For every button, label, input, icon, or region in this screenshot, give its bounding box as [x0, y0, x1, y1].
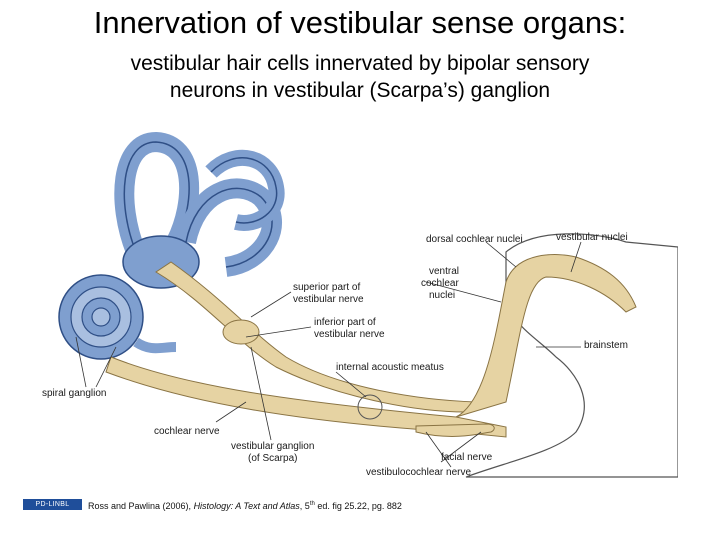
citation-book-title: Histology: A Text and Atlas: [193, 501, 300, 511]
slide-title: Innervation of vestibular sense organs:: [93, 5, 627, 40]
label-dorsal-cochlear-nuclei: dorsal cochlear nuclei: [426, 234, 523, 245]
citation-edition-suffix: th: [309, 501, 315, 507]
label-ventral-cochlear-nuclei-line2: cochlear: [421, 278, 459, 289]
citation-edition: , 5: [299, 501, 310, 511]
inner-ear-innervation-figure: dorsal cochlear nuclei vestibular nuclei…: [36, 132, 678, 482]
label-ventral-cochlear-nuclei-line1: ventral: [429, 266, 459, 277]
nerve-bundles: [105, 254, 637, 438]
internal-acoustic-meatus-ring: [357, 394, 383, 420]
label-internal-acoustic-meatus: internal acoustic meatus: [336, 362, 444, 373]
label-ventral-cochlear-nuclei-line3: nuclei: [429, 290, 455, 301]
label-cochlear-nerve: cochlear nerve: [154, 426, 220, 437]
inner-ear-diagram: dorsal cochlear nuclei vestibular nuclei…: [42, 132, 678, 478]
vestibular-ganglion-shape: [222, 319, 260, 345]
label-vestibular-ganglion-line2: (of Scarpa): [248, 453, 297, 464]
label-vestibular-ganglion-line1: vestibular ganglion: [231, 441, 314, 452]
slide-subtitle-line2: neurons in vestibular (Scarpa’s) ganglio…: [169, 79, 551, 102]
label-superior-vestibular-nerve-line1: superior part of: [293, 282, 360, 293]
label-inferior-vestibular-nerve-line2: vestibular nerve: [314, 329, 385, 340]
leader-lines: [75, 241, 582, 468]
slide-subtitle-line1: vestibular hair cells innervated by bipo…: [130, 52, 590, 75]
label-facial-nerve: facial nerve: [441, 452, 493, 463]
label-vestibular-nuclei: vestibular nuclei: [556, 232, 628, 243]
semicircular-canals: [114, 132, 285, 277]
citation-page: ed. fig 25.22, pg. 882: [314, 501, 402, 511]
citation-authors: Ross and Pawlina (2006),: [88, 501, 194, 511]
cochlea: [58, 274, 177, 360]
label-inferior-vestibular-nerve-line1: inferior part of: [314, 317, 376, 328]
label-brainstem: brainstem: [584, 340, 628, 351]
label-spiral-ganglion: spiral ganglion: [42, 388, 107, 399]
label-vestibulocochlear-nerve: vestibulocochlear nerve: [366, 467, 471, 478]
figure-citation: Ross and Pawlina (2006), Histology: A Te…: [88, 499, 402, 512]
license-logo: PD-LINBL: [23, 499, 82, 510]
label-superior-vestibular-nerve-line2: vestibular nerve: [293, 294, 364, 305]
